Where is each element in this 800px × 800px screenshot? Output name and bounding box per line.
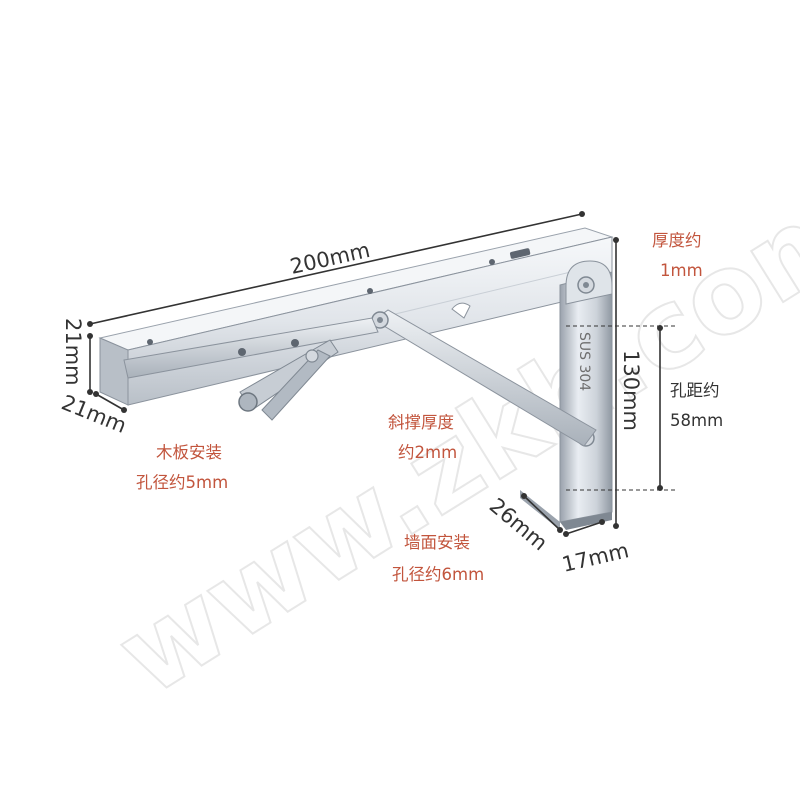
wall-depth-label: 26mm [485,493,552,555]
wall-depth-dimension-line [523,495,561,531]
length-label: 200mm [288,238,372,279]
plate-thickness-note-line2: 1mm [660,261,703,280]
top-depth-dimension-line [95,393,125,411]
wall-hole-note-line1: 墙面安装 [404,533,470,552]
diagonal-strut [371,309,597,447]
strut-thickness-note-line2: 约2mm [398,443,457,462]
height-label: 130mm [619,350,643,431]
hole-spacing-note-line2: 58mm [670,411,723,430]
bracket-illustration: SUS 304 [98,227,614,530]
annotation-notes: 厚度约 1mm 孔距约 58mm 斜撑厚度 约2mm 木板安装 孔径约5mm 墙… [136,231,723,584]
board-hole-note-line2: 孔径约5mm [136,473,228,492]
strut-thickness-note-line1: 斜撑厚度 [388,413,454,432]
wall-width-label: 17mm [560,538,631,577]
wall-hole-note-line2: 孔径约6mm [392,565,484,584]
folding-linkage [123,317,379,421]
board-hole-note-line1: 木板安装 [156,443,222,462]
top-width-label: 21mm [61,318,85,386]
wall-width-dimension-line [565,521,603,535]
material-stamp: SUS 304 [576,332,592,391]
length-dimension-line [89,213,583,325]
dimension-lines [87,211,676,537]
wall-plate: SUS 304 [520,260,613,530]
hole-spacing-note-line1: 孔距约 [670,381,720,400]
plate-thickness-note-line1: 厚度约 [652,231,702,250]
